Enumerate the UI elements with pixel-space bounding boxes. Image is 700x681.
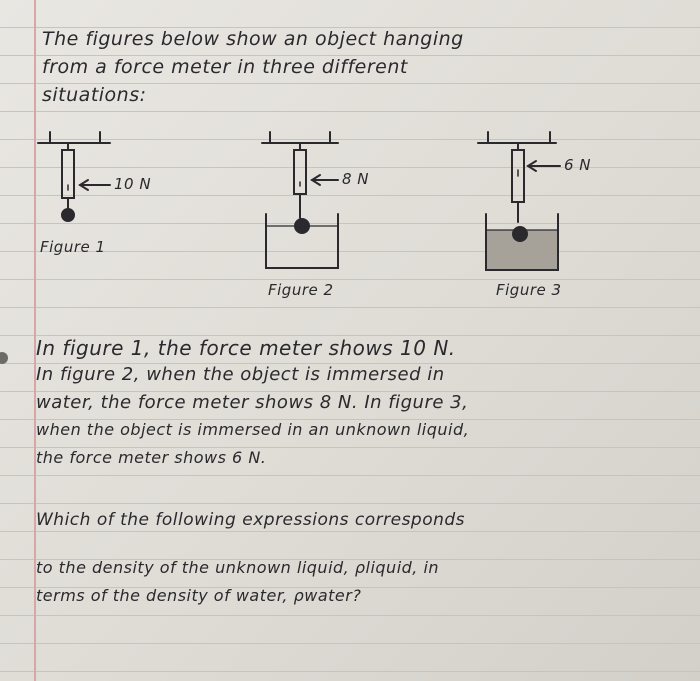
figure-1-caption: Figure 1 xyxy=(40,238,106,256)
paragraph-line-4: when the object is immersed in an unknow… xyxy=(36,420,470,439)
figure-1-diagram xyxy=(37,131,111,222)
figure-2-caption: Figure 2 xyxy=(268,281,334,299)
figure-2-diagram xyxy=(261,131,339,269)
figure-1-force-meter xyxy=(61,149,75,199)
figure-1-reading: 10 N xyxy=(114,175,152,193)
intro-line-1: The figures below show an object hanging xyxy=(42,28,464,50)
paragraph-line-1: In figure 1, the force meter shows 10 N. xyxy=(36,336,456,360)
figure-3-caption: Figure 3 xyxy=(496,281,562,299)
question-line-2: to the density of the unknown liquid, ρl… xyxy=(36,558,440,577)
paragraph-line-5: the force meter shows 6 N. xyxy=(36,448,267,467)
paragraph-line-2: In figure 2, when the object is immersed… xyxy=(36,364,445,385)
binder-hole xyxy=(0,352,8,364)
figure-3-reading: 6 N xyxy=(564,156,592,174)
intro-line-2: from a force meter in three different xyxy=(42,56,408,78)
figure-1-object xyxy=(61,208,75,222)
figure-3-container xyxy=(485,213,559,271)
intro-line-3: situations: xyxy=(42,84,147,106)
figure-2-force-meter xyxy=(293,149,307,195)
figure-3-object xyxy=(512,226,528,242)
figure-2-container xyxy=(265,213,339,269)
margin-line xyxy=(34,0,36,681)
figure-3-diagram xyxy=(477,131,561,271)
question-line-1: Which of the following expressions corre… xyxy=(36,510,466,530)
question-line-3: terms of the density of water, ρwater? xyxy=(36,586,362,605)
figure-2-reading: 8 N xyxy=(342,170,370,188)
paragraph-line-3: water, the force meter shows 8 N. In fig… xyxy=(36,392,469,413)
